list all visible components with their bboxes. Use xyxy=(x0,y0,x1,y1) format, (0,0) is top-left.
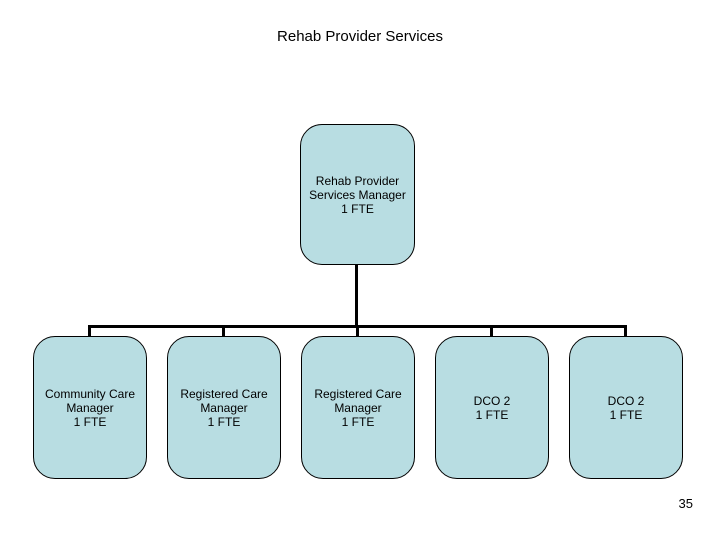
org-box-community-care-manager: Community Care Manager 1 FTE xyxy=(33,336,147,479)
org-box-child-label: DCO 2 1 FTE xyxy=(607,393,645,422)
org-box-root-label: Rehab Provider Services Manager 1 FTE xyxy=(309,173,406,216)
page-number: 35 xyxy=(678,496,693,511)
org-box-child-label: DCO 2 1 FTE xyxy=(473,393,511,422)
connector-root-vertical xyxy=(355,265,358,327)
org-box-registered-care-manager-1: Registered Care Manager 1 FTE xyxy=(167,336,281,479)
org-box-root-manager: Rehab Provider Services Manager 1 FTE xyxy=(300,124,415,265)
connector-stub-child-4 xyxy=(490,325,493,337)
slide-title: Rehab Provider Services xyxy=(277,28,443,45)
org-box-registered-care-manager-2: Registered Care Manager 1 FTE xyxy=(301,336,415,479)
connector-stub-child-1 xyxy=(88,325,91,337)
connector-stub-child-3 xyxy=(356,325,359,337)
connector-stub-child-2 xyxy=(222,325,225,337)
org-box-child-label: Registered Care Manager 1 FTE xyxy=(314,386,402,429)
org-box-dco-1: DCO 2 1 FTE xyxy=(435,336,549,479)
connector-stub-child-5 xyxy=(624,325,627,337)
org-box-child-label: Community Care Manager 1 FTE xyxy=(44,386,136,429)
org-box-child-label: Registered Care Manager 1 FTE xyxy=(180,386,268,429)
org-box-dco-2: DCO 2 1 FTE xyxy=(569,336,683,479)
